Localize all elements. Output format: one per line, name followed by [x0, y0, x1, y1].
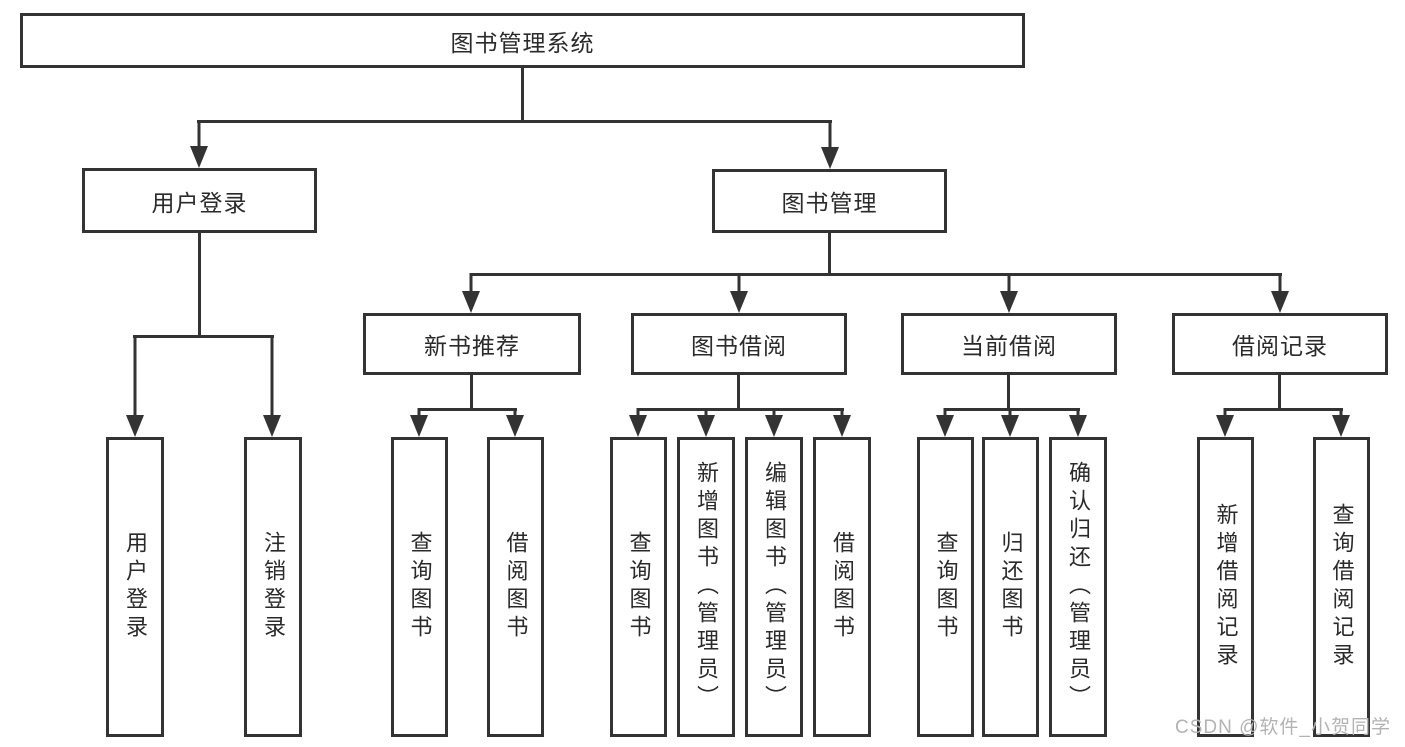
leaf-query-books-current: 查询图书: [917, 437, 974, 737]
leaf-confirm-return-admin: 确认归还（管理员）: [1049, 437, 1107, 737]
connector-line: [521, 68, 524, 120]
connector-arrow: [821, 120, 839, 169]
node-book-borrow: 图书借阅: [631, 313, 847, 375]
connector-line: [828, 233, 831, 274]
connector-line: [198, 233, 201, 336]
connector-line: [418, 408, 517, 411]
node-current-borrow: 当前借阅: [901, 313, 1117, 375]
connector-arrow: [1332, 408, 1350, 437]
connector-line: [737, 375, 740, 409]
node-book-management: 图书管理: [712, 169, 947, 233]
connector-arrow: [697, 408, 715, 437]
connector-line: [133, 335, 274, 338]
node-new-book-recommend: 新书推荐: [363, 313, 581, 375]
node-borrow-records: 借阅记录: [1172, 313, 1388, 375]
connector-arrow: [1000, 273, 1018, 313]
leaf-query-borrow-record: 查询借阅记录: [1313, 437, 1370, 737]
leaf-query-books-recommend: 查询图书: [391, 437, 448, 737]
connector-arrow: [462, 273, 480, 313]
connector-arrow: [765, 408, 783, 437]
connector-arrow: [410, 408, 428, 437]
connector-line: [1278, 375, 1281, 409]
connector-line: [470, 375, 473, 409]
connector-arrow: [1216, 408, 1234, 437]
connector-line: [470, 273, 1282, 276]
leaf-query-books-borrow: 查询图书: [610, 437, 667, 737]
connector-line: [637, 408, 844, 411]
leaf-edit-book-admin: 编辑图书（管理员）: [745, 437, 803, 737]
leaf-add-borrow-record: 新增借阅记录: [1197, 437, 1254, 737]
node-user-login: 用户登录: [82, 168, 317, 233]
node-root: 图书管理系统: [20, 13, 1025, 68]
connector-arrow: [506, 408, 524, 437]
connector-arrow: [1069, 408, 1087, 437]
leaf-borrow-books: 借阅图书: [813, 437, 871, 737]
leaf-logout: 注销登录: [244, 437, 302, 737]
leaf-add-book-admin: 新增图书（管理员）: [677, 437, 735, 737]
connector-line: [1224, 408, 1343, 411]
connector-line: [1007, 375, 1010, 409]
leaf-borrow-books-recommend: 借阅图书: [487, 437, 544, 737]
connector-arrow: [833, 408, 851, 437]
connector-arrow: [1001, 408, 1019, 437]
connector-arrow: [936, 408, 954, 437]
leaf-user-login: 用户登录: [106, 437, 164, 737]
leaf-return-book: 归还图书: [982, 437, 1039, 737]
connector-arrow: [190, 120, 208, 168]
connector-arrow: [1271, 273, 1289, 313]
connector-arrow: [730, 273, 748, 313]
connector-arrow: [629, 408, 647, 437]
connector-line: [197, 120, 832, 123]
connector-arrow: [263, 335, 281, 437]
connector-arrow: [126, 335, 144, 437]
watermark: CSDN @软件_小贺同学: [1175, 717, 1391, 738]
